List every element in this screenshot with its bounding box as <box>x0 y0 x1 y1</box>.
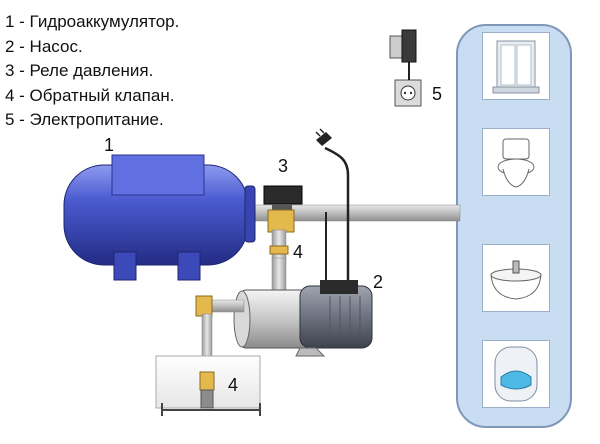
check-valve <box>199 371 215 409</box>
sink-tile <box>482 244 550 312</box>
toilet-icon <box>497 138 535 188</box>
power-plug <box>316 132 332 146</box>
callout-check-valve-upper: 4 <box>293 242 304 262</box>
legend-item-accumulator: 1 - Гидроаккумулятор. <box>5 12 180 31</box>
pump <box>233 280 373 357</box>
legend-item-check-valve: 4 - Обратный клапан. <box>5 85 175 105</box>
callout-check-valve-lower: 4 <box>228 375 239 395</box>
power-outlet <box>389 29 422 107</box>
sink-icon <box>490 260 542 300</box>
shower-cabin-icon <box>492 40 540 94</box>
callout-pressure-relay: 3 <box>278 156 289 176</box>
callout-power: 5 <box>432 84 443 104</box>
water-heater-tile <box>482 340 550 408</box>
water-heater-icon <box>494 346 538 402</box>
power-cable <box>324 146 350 285</box>
accumulator-tank <box>63 154 256 281</box>
toilet-tile <box>482 128 550 196</box>
callout-pump: 2 <box>373 272 384 292</box>
shower-cabin-tile <box>482 32 550 100</box>
brass-fittings <box>267 209 295 261</box>
legend-item-power-supply: 5 - Электропитание. <box>5 110 164 129</box>
suction-pipe <box>195 295 245 377</box>
legend: 1 - Гидроаккумулятор. 2 - Насос. 3 - Рел… <box>5 10 179 133</box>
callout-accumulator: 1 <box>104 135 115 155</box>
legend-item-pressure-relay: 3 - Реле давления. <box>5 61 154 80</box>
pressure-relay <box>263 185 303 212</box>
legend-item-pump: 2 - Насос. <box>5 36 83 56</box>
